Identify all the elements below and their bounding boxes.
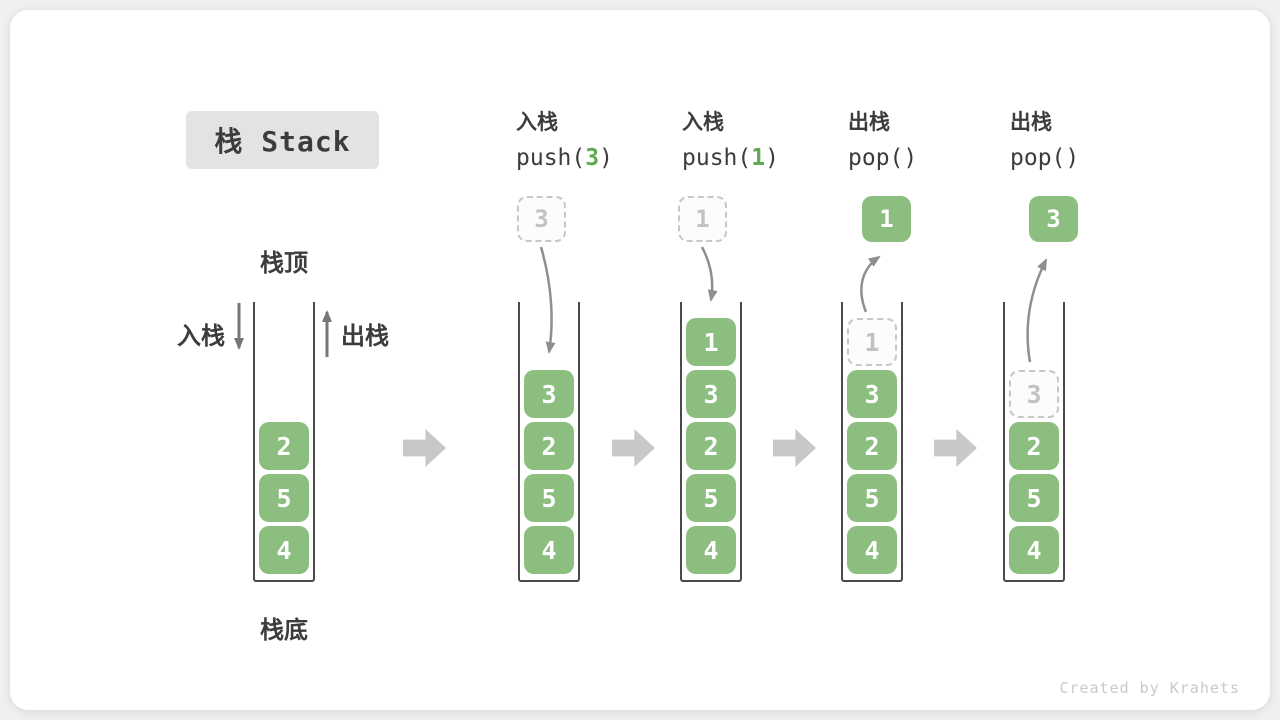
stack-initial: 2 5 4: [253, 302, 315, 582]
op-name: 入栈: [682, 111, 724, 134]
stack-cell: 3: [847, 370, 897, 418]
stack-after-push-1: 1 3 2 5 4: [680, 302, 742, 582]
watermark: Created by Krahets: [1059, 679, 1240, 697]
stack-cell: 4: [524, 526, 574, 574]
stack-cell: 1: [686, 318, 736, 366]
code-pre: push(: [516, 145, 586, 171]
code-pre: pop(: [1010, 145, 1066, 171]
stack-cell: 4: [259, 526, 309, 574]
incoming-element-box: 3: [517, 196, 566, 242]
code-post: ): [765, 145, 779, 171]
stack-cell-ghost: 1: [847, 318, 897, 366]
stack-cell: 4: [1009, 526, 1059, 574]
code-pre: push(: [682, 145, 752, 171]
stack-cell: 2: [686, 422, 736, 470]
op-name: 出栈: [848, 111, 890, 134]
code-pre: pop(: [848, 145, 904, 171]
stack-bottom-label: 栈底: [260, 617, 308, 644]
op-code: push(3): [516, 145, 686, 171]
stack-cell: 2: [259, 422, 309, 470]
diagram-title: 栈 Stack: [186, 111, 379, 169]
stack-after-pop-3: 3 2 5 4: [1003, 302, 1065, 582]
stack-cell: 5: [847, 474, 897, 522]
stack-cell: 5: [686, 474, 736, 522]
stack-after-push-3: 3 2 5 4: [518, 302, 580, 582]
stack-cell: 3: [524, 370, 574, 418]
stack-top-label: 栈顶: [260, 250, 308, 277]
popped-element-box: 3: [1029, 196, 1078, 242]
stack-cell: 3: [686, 370, 736, 418]
stack-cell: 5: [259, 474, 309, 522]
stack-cell-ghost: 3: [1009, 370, 1059, 418]
stack-cell: 2: [847, 422, 897, 470]
code-arg: 1: [751, 145, 766, 171]
stack-cell: 4: [686, 526, 736, 574]
op-code: push(1): [682, 145, 852, 171]
code-arg: 3: [585, 145, 600, 171]
push-direction-label: 入栈: [177, 323, 225, 350]
step-label-push-3: 入栈 push(3): [516, 106, 686, 171]
op-name: 入栈: [516, 111, 558, 134]
stack-cell: 5: [524, 474, 574, 522]
code-post: ): [903, 145, 918, 171]
stack-cell: 2: [1009, 422, 1059, 470]
op-name: 出栈: [1010, 111, 1052, 134]
stack-cell: 5: [1009, 474, 1059, 522]
op-code: pop(): [848, 145, 1018, 171]
popped-element-box: 1: [862, 196, 911, 242]
stack-cell: 4: [847, 526, 897, 574]
stack-after-pop-1: 1 3 2 5 4: [841, 302, 903, 582]
pop-direction-label: 出栈: [341, 323, 389, 350]
code-post: ): [1065, 145, 1080, 171]
op-code: pop(): [1010, 145, 1180, 171]
step-label-push-1: 入栈 push(1): [682, 106, 852, 171]
step-label-pop-first: 出栈 pop(): [848, 106, 1018, 171]
stack-cell: 2: [524, 422, 574, 470]
incoming-element-box: 1: [678, 196, 727, 242]
code-post: ): [599, 145, 613, 171]
step-label-pop-second: 出栈 pop(): [1010, 106, 1180, 171]
